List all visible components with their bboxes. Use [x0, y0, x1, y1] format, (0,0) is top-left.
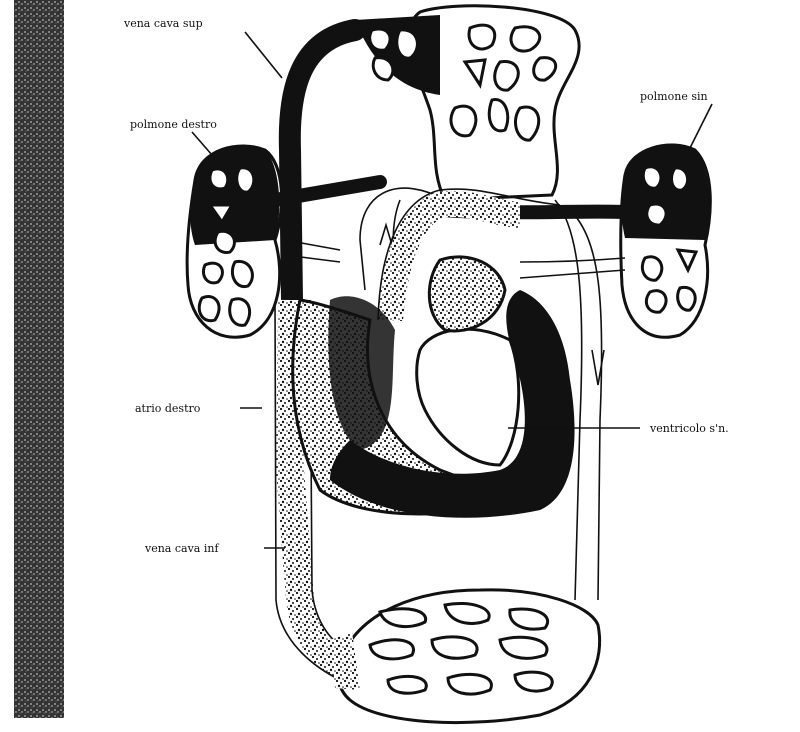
label-vena-cava-sup: vena cava sup: [123, 17, 203, 30]
right-lung: [187, 146, 281, 337]
pulmonary-vessel-left-2: [520, 258, 625, 262]
left-lung: [621, 145, 711, 337]
left-ventricle: [417, 329, 519, 465]
left-atrium: [429, 257, 505, 331]
upper-capillary-bed: [355, 6, 579, 200]
label-polmone-destro: polmone destro: [130, 118, 217, 131]
label-atrio-destro: atrio destro: [135, 402, 201, 415]
label-ventricolo-sin: ventricolo s'n.: [649, 422, 729, 435]
scan-border-strip: [14, 0, 64, 718]
label-polmone-sin: polmone sin: [640, 90, 708, 103]
lower-capillary-bed: [330, 590, 600, 723]
heart: [293, 257, 575, 518]
label-vena-cava-inf: vena cava inf: [144, 542, 219, 555]
